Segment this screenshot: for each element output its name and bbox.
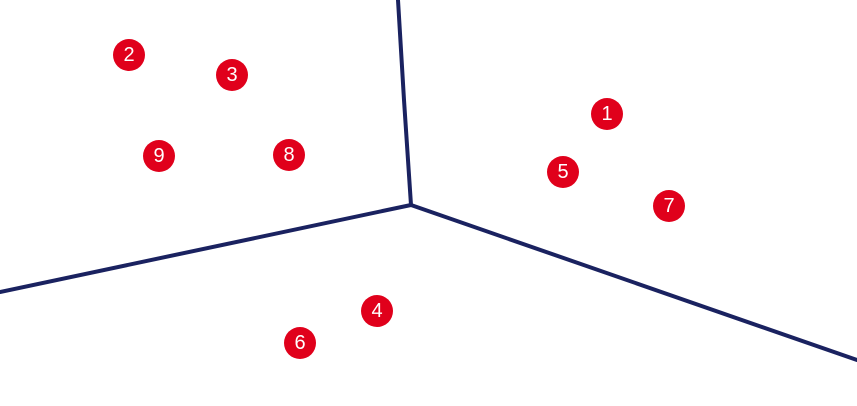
marker-3-circle xyxy=(216,59,248,91)
marker-5-label: 5 xyxy=(557,161,568,183)
boundary-lines xyxy=(0,0,857,362)
marker-1: 1 xyxy=(591,98,623,130)
boundary-line-right xyxy=(409,203,857,362)
marker-9: 9 xyxy=(143,140,175,172)
marker-2-label: 2 xyxy=(123,44,134,66)
markers: 1 2 3 4 5 6 7 xyxy=(113,39,685,359)
marker-1-circle xyxy=(591,98,623,130)
marker-4: 4 xyxy=(361,295,393,327)
marker-1-label: 1 xyxy=(601,103,612,125)
marker-9-circle xyxy=(143,140,175,172)
marker-8-circle xyxy=(273,139,305,171)
marker-8-label: 8 xyxy=(283,144,294,166)
marker-8: 8 xyxy=(273,139,305,171)
marker-6-label: 6 xyxy=(294,332,305,354)
marker-4-circle xyxy=(361,295,393,327)
marker-3-label: 3 xyxy=(226,64,237,86)
marker-5: 5 xyxy=(547,156,579,188)
marker-9-label: 9 xyxy=(153,145,164,167)
marker-6: 6 xyxy=(284,327,316,359)
marker-5-circle xyxy=(547,156,579,188)
boundary-line-top xyxy=(396,0,413,207)
boundary-line-left xyxy=(0,203,413,294)
marker-6-circle xyxy=(284,327,316,359)
marker-3: 3 xyxy=(216,59,248,91)
marker-2: 2 xyxy=(113,39,145,71)
marker-7-label: 7 xyxy=(663,195,674,217)
marker-2-circle xyxy=(113,39,145,71)
marker-7: 7 xyxy=(653,190,685,222)
marker-7-circle xyxy=(653,190,685,222)
marker-4-label: 4 xyxy=(371,300,382,322)
